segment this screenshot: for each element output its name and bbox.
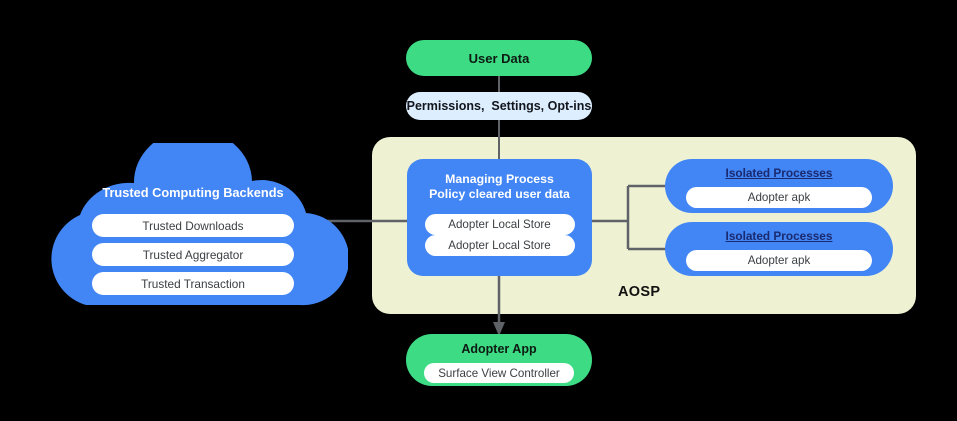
cloud-service-trusted-downloads[interactable]: Trusted Downloads	[92, 214, 294, 237]
adopter-local-store-2[interactable]: Adopter Local Store	[424, 235, 575, 256]
cloud-title: Trusted Computing Backends	[102, 185, 284, 200]
adopter-app-node[interactable]: Adopter App Surface View Controller	[406, 334, 592, 386]
trusted-computing-cloud: Trusted Computing Backends Trusted Downl…	[38, 143, 348, 311]
isolated-process-title-2[interactable]: Isolated Processes	[725, 229, 833, 243]
cloud-service-trusted-transaction[interactable]: Trusted Transaction	[92, 272, 294, 295]
adopter-apk-2[interactable]: Adopter apk	[686, 250, 872, 271]
managing-process-node[interactable]: Managing Process Policy cleared user dat…	[407, 159, 592, 276]
surface-view-controller[interactable]: Surface View Controller	[424, 363, 574, 383]
adopter-app-title: Adopter App	[461, 342, 537, 356]
cloud-service-trusted-aggregator[interactable]: Trusted Aggregator	[92, 243, 294, 266]
adopter-local-store-1[interactable]: Adopter Local Store	[424, 214, 575, 235]
aosp-label: AOSP	[618, 284, 661, 300]
managing-process-title: Managing Process Policy cleared user dat…	[407, 172, 592, 202]
adopter-apk-1[interactable]: Adopter apk	[686, 187, 872, 208]
isolated-process-node-1[interactable]: Isolated Processes Adopter apk	[665, 159, 893, 213]
user-data-node[interactable]: User Data	[406, 40, 592, 76]
isolated-process-node-2[interactable]: Isolated Processes Adopter apk	[665, 222, 893, 276]
managing-process-title-line1: Managing Process	[445, 172, 554, 186]
managing-process-title-line2: Policy cleared user data	[429, 187, 570, 201]
isolated-process-title-1[interactable]: Isolated Processes	[725, 166, 833, 180]
permissions-settings-optins-node[interactable]: Permissions, Settings, Opt-ins	[406, 92, 592, 120]
